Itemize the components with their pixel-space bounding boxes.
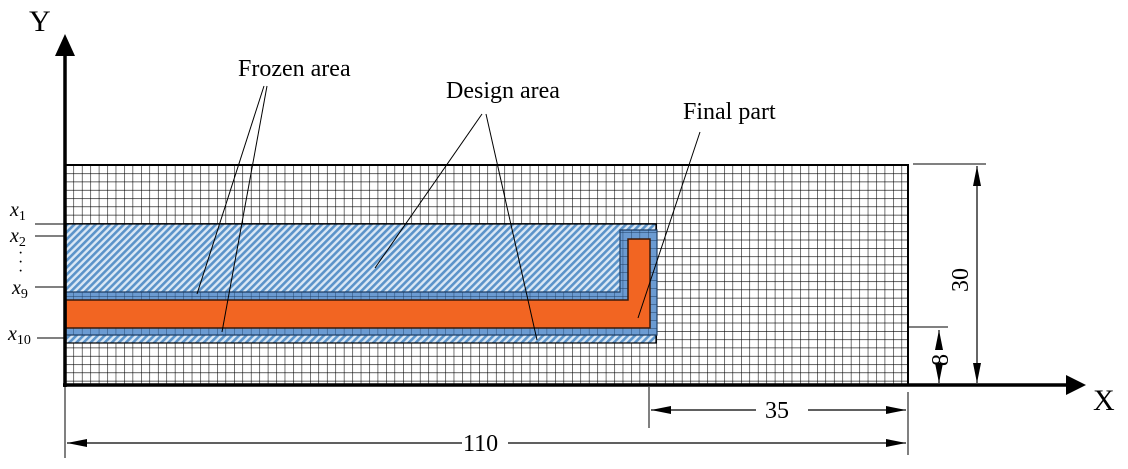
final-part-label: Final part [683,99,776,125]
dim-35-value: 35 [765,398,789,424]
svg-text:x2: x2 [9,225,26,250]
design-area-leader [374,113,483,269]
dim-8-value: 8 [928,354,954,366]
layer-label-x1: x1 [9,199,65,225]
final-part-leader [637,131,701,319]
frozen-area-label: Frozen area [238,56,351,82]
y-axis-label: Y [29,5,51,38]
frozen-area-leader [196,85,265,295]
x-axis-arrow-icon [1066,375,1086,395]
design-area-leader [485,113,538,341]
svg-text:x10: x10 [7,323,31,348]
dim-110-value: 110 [463,431,498,457]
layer-label-x10: x10 [7,323,65,348]
layer-label-x9: x9 [11,277,65,302]
layer-label-x2: x2 [9,225,65,250]
ellipsis-dot: · [18,263,23,280]
x-axis-label: X [1093,384,1115,417]
ellipsis-dot: · [18,254,23,271]
layer-ellipsis: ··· [18,245,23,280]
ellipsis-dot: · [18,245,23,262]
dim-30-value: 30 [948,268,974,292]
svg-text:x1: x1 [9,199,26,224]
frozen-area-leader [221,85,268,333]
y-axis-arrow-icon [55,34,75,56]
design-area-label: Design area [446,78,560,104]
svg-text:x9: x9 [11,277,28,302]
